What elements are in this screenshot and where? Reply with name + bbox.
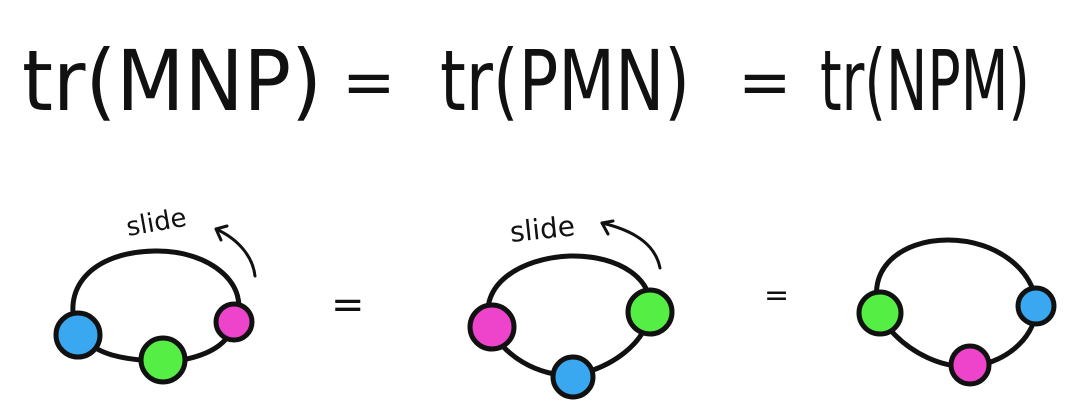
between-equals-1: =	[331, 282, 365, 328]
bead-green-2	[625, 287, 675, 337]
equation-term-3: tr(NPM)	[820, 32, 1030, 130]
bead-green-3	[856, 289, 904, 337]
equation-term-2: tr(PMN)	[440, 32, 690, 130]
slide-arrowhead-2	[600, 219, 615, 236]
bead-green-1	[138, 335, 188, 385]
bead-magenta-3	[948, 343, 992, 387]
bead-blue-2	[550, 354, 596, 400]
slide-label-1: slide	[124, 203, 189, 243]
slide-arrowhead-1	[214, 224, 229, 242]
equation-equals-1: =	[342, 46, 396, 120]
diagram-2: slide	[467, 209, 675, 400]
bead-magenta-2	[467, 302, 517, 352]
equation-equals-2: =	[738, 46, 792, 120]
diagram-3	[856, 237, 1057, 387]
slide-label-2: slide	[508, 209, 576, 249]
slide-arrow-1	[214, 227, 257, 278]
equation-row: tr(MNP) = tr(PMN) = tr(NPM)	[22, 32, 1030, 130]
between-equals-2: =	[764, 278, 789, 313]
bead-magenta-1	[213, 301, 255, 343]
equation-term-1: tr(MNP)	[22, 32, 322, 130]
slide-arrow-2	[600, 221, 662, 270]
diagram-1: slide	[53, 203, 257, 385]
bead-blue-1	[53, 310, 103, 360]
bead-blue-3	[1015, 285, 1057, 327]
